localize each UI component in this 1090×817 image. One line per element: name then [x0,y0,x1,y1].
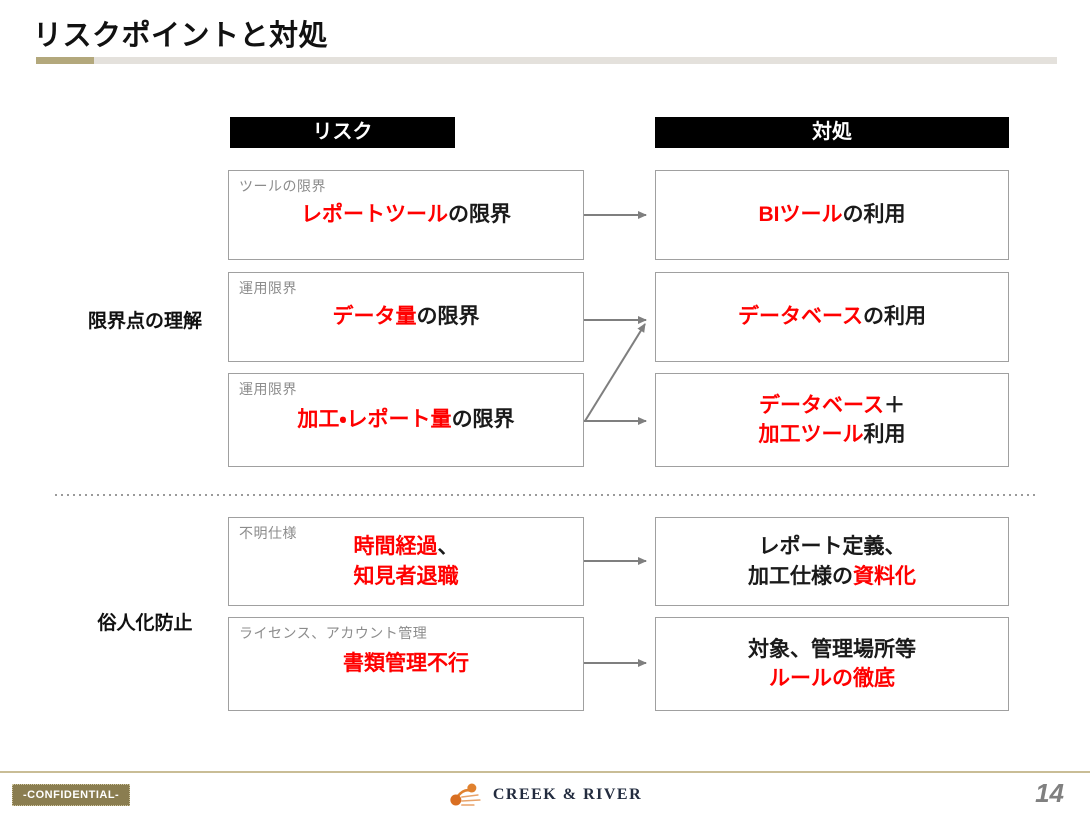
action-column-header: 対処 [655,117,1009,148]
arrow-row3-diagonal [584,323,646,422]
text-black: 、 [437,535,459,559]
risk-box-text: レポートツールの限界 [301,200,511,229]
logo-icon [450,783,481,806]
text-red: 資料化 [853,564,916,588]
action-box-database: データベースの利用 [655,272,1009,362]
risk-column-header: リスク [230,117,455,148]
title-underline [36,57,1057,64]
risk-box-tag: 運用限界 [239,381,297,397]
risk-box-document-management: ライセンス、アカウント管理 書類管理不行 [228,617,584,711]
text-black: ＋ [883,393,905,417]
text-red: レポートツール [301,203,448,227]
page-title: リスクポイントと対処 [33,20,329,52]
text-red: データベース [738,305,863,329]
risk-box-text: 時間経過、 知見者退職 [354,532,459,591]
company-logo: CREEK & RIVER [448,782,642,808]
text-black: 対象、管理場所等 [748,637,916,661]
action-box-bi-tool: BIツールの利用 [655,170,1009,260]
text-red: ルールの徹底 [769,667,895,690]
risk-box-text: 書類管理不行 [343,649,469,678]
action-box-rule-enforcement: 対象、管理場所等 ルールの徹底 [655,617,1009,711]
text-black: の限界 [451,408,515,432]
risk-box-unknown-spec: 不明仕様 時間経過、 知見者退職 [228,517,584,606]
text-black: の限界 [448,203,511,227]
text-red: 知見者退職 [353,564,459,588]
confidential-badge: -CONFIDENTIAL- [12,784,131,806]
text-red: 書類管理不行 [343,652,469,676]
action-box-text: BIツールの利用 [759,200,906,229]
text-black: の利用 [842,203,906,227]
text-red: 時間経過 [353,535,438,559]
text-red: データ量 [332,305,417,329]
action-box-text: 対象、管理場所等 ルールの徹底 [748,635,916,694]
section-label-personalization-prevention: 俗人化防止 [97,613,193,634]
section-label-limit-understanding: 限界点の理解 [87,311,202,332]
text-black: の限界 [416,305,480,329]
page-number: 14 [1035,778,1064,808]
risk-box-data-volume-limit: 運用限界 データ量の限界 [228,272,584,362]
text-red: データベース [759,393,884,417]
footer-rule [0,771,1090,773]
risk-box-text: 加工・レポート量の限界 [297,405,514,434]
text-black: レポート定義、 [758,535,906,559]
action-box-documentation: レポート定義、 加工仕様の資料化 [655,517,1009,606]
text-black: の利用 [862,305,926,329]
risk-box-processing-report-volume-limit: 運用限界 加工・レポート量の限界 [228,373,584,467]
risk-box-tag: ライセンス、アカウント管理 [239,625,428,641]
text-red: 加工・レポート量 [297,408,452,432]
risk-box-tag: ツールの限界 [239,178,326,194]
logo-text: CREEK & RIVER [492,786,643,803]
text-red: 加工ツール [758,423,864,446]
action-box-text: レポート定義、 加工仕様の資料化 [748,532,916,591]
risk-box-report-tool-limit: ツールの限界 レポートツールの限界 [228,170,584,260]
title-underline-accent [36,57,94,64]
text-black: 加工仕様の [748,564,853,588]
text-black: 利用 [863,423,906,446]
risk-box-text: データ量の限界 [333,302,480,331]
action-box-text: データベースの利用 [738,302,926,331]
action-box-text: データベース＋ 加工ツール利用 [759,391,906,450]
action-box-database-plus-tool: データベース＋ 加工ツール利用 [655,373,1009,467]
text-red: BIツール [758,203,843,227]
risk-box-tag: 運用限界 [239,280,297,296]
risk-box-tag: 不明仕様 [239,525,297,541]
section-divider [55,494,1037,496]
